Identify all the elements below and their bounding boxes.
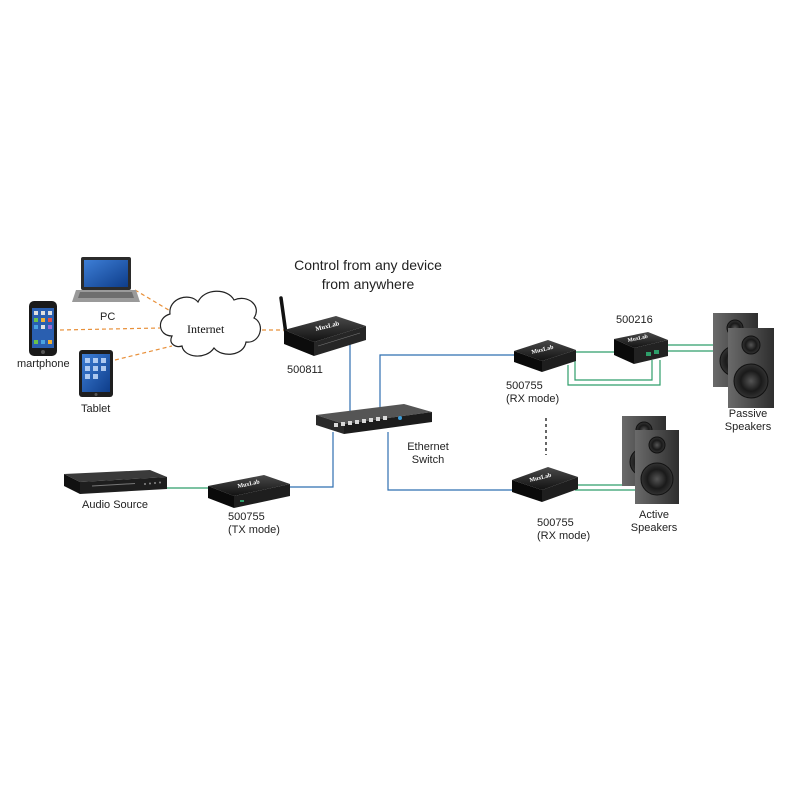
receiver-unit-top-icon: MuxLab [514,340,576,372]
passive-speakers-line-2: Speakers [724,421,772,433]
internet-cloud-icon [159,290,262,357]
smartphone-label: martphone [17,358,70,370]
laptop-icon [72,257,140,302]
receiver-bottom-model: 500755 [537,517,574,529]
rx-bottom-brand: MuxLab [529,473,553,484]
receiver-top-label: 500755 (RX mode) [506,380,559,406]
link-rx-top-amp-3 [574,360,653,381]
receiver-top-mode: (RX mode) [506,393,560,405]
active-speakers-icon [622,416,679,504]
amp-brand: MuxLab [627,334,648,344]
transmitter-mode: (TX mode) [228,524,280,536]
active-speakers-label: Active Speakers [624,509,684,535]
tablet-icon [79,350,113,397]
ethernet-links [288,342,515,491]
internet-label: Internet [187,322,225,336]
transmitter-unit-icon: MuxLab [208,475,290,508]
switch-ports [334,416,387,427]
pc-label: PC [100,311,116,323]
audio-source-player-icon [64,470,167,494]
link-pc-internet [134,289,173,313]
headline-line-1: Control from any device [294,257,442,273]
headline-line-2: from anywhere [321,276,415,292]
link-switch-rx-top [379,354,515,420]
smartphone-icon [29,301,57,356]
receiver-unit-bottom-icon: MuxLab [512,467,578,502]
gateway-router-icon: MuxLab [279,296,366,356]
passive-speakers-icon [713,313,774,408]
rx-top-brand: MuxLab [531,345,555,356]
headline: Control from any device from anywhere [268,256,468,294]
active-speakers-line-1: Active [639,509,669,521]
receiver-bottom-label: 500755 (RX mode) [537,517,590,543]
link-rx-top-amp-2 [567,360,661,386]
tablet-label: Tablet [81,403,111,415]
amplifier-model-label: 500216 [616,314,653,326]
link-smartphone-internet [59,327,161,331]
active-speakers-line-2: Speakers [630,522,678,534]
ethernet-switch-icon [316,404,432,434]
switch-label-line-1: Ethernet [407,441,449,453]
receiver-bottom-mode: (RX mode) [537,530,591,542]
amplifier-unit-icon: MuxLab [614,332,668,364]
tx-brand: MuxLab [237,479,261,490]
gateway-model-label: 500811 [287,364,323,376]
passive-speakers-line-1: Passive [728,408,768,420]
switch-label: Ethernet Switch [398,441,458,467]
link-switch-rx-bottom [387,432,515,491]
receiver-top-model: 500755 [506,380,543,392]
link-tablet-internet [114,345,173,361]
passive-speakers-label: Passive Speakers [718,408,778,434]
link-tx-switch [288,432,334,488]
audio-source-label: Audio Source [82,499,149,511]
transmitter-label: 500755 (TX mode) [228,511,280,537]
transmitter-model: 500755 [228,511,265,523]
switch-label-line-2: Switch [411,454,445,466]
